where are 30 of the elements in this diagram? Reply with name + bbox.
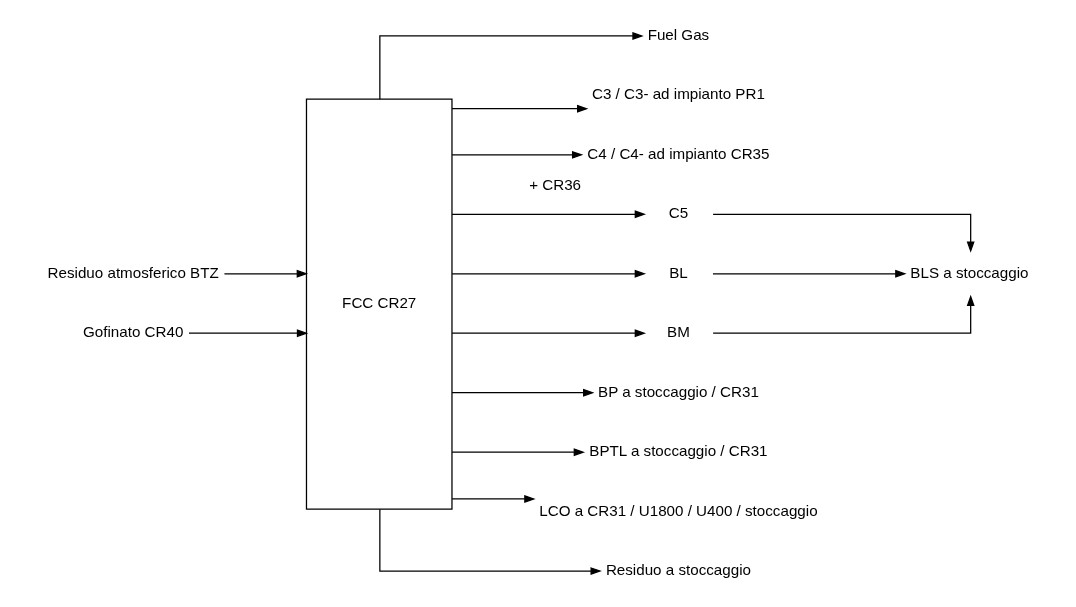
arrow — [451, 104, 589, 113]
node-text: BP a stoccaggio / CR31 — [598, 382, 759, 400]
node-text: Fuel Gas — [647, 25, 710, 43]
arrow — [379, 508, 602, 576]
arrow — [451, 210, 647, 219]
node-text: C5 — [668, 204, 689, 222]
arrow — [712, 269, 907, 278]
node-text: Residuo a stoccaggio — [605, 561, 751, 578]
arrow — [451, 448, 586, 457]
node-box: FCC CR27 — [305, 98, 453, 510]
arrow — [451, 494, 536, 503]
arrow — [712, 213, 975, 253]
arrow — [451, 150, 584, 159]
node-text: LCO a CR31 / U1800 / U400 / stoccaggio — [539, 501, 818, 519]
arrow — [188, 329, 309, 338]
node-text: BM — [667, 323, 690, 341]
arrow — [379, 31, 644, 100]
node-text: C4 / C4- ad impianto CR35 — [587, 144, 770, 162]
node-text: BL — [669, 263, 688, 281]
node-text: BLS a stoccaggio — [910, 263, 1029, 281]
node-text: Residuo atmosferico BTZ — [47, 263, 219, 281]
arrow — [223, 269, 309, 278]
arrow — [451, 269, 647, 278]
arrow — [451, 329, 647, 338]
arrow — [451, 388, 595, 397]
node-text: Gofinato CR40 — [82, 323, 184, 341]
node-text: BPTL a stoccaggio / CR31 — [589, 442, 768, 460]
node-label: + CR36 — [529, 175, 582, 193]
node-text: C3 / C3- ad impianto PR1 — [591, 85, 765, 103]
arrow — [712, 294, 975, 334]
